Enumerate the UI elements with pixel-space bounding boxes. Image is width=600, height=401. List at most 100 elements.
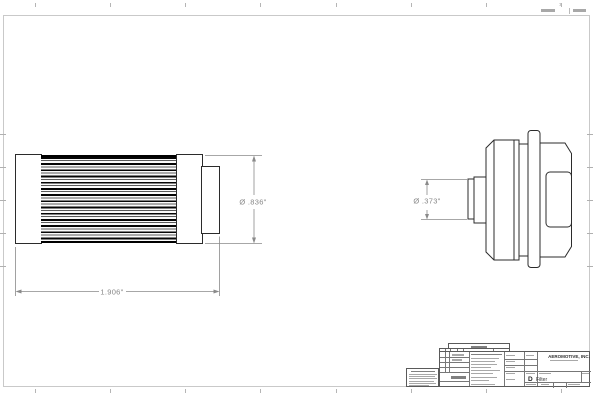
proprietary-line-smudge bbox=[409, 385, 429, 386]
rev-label-smudge bbox=[582, 372, 589, 374]
row-divider bbox=[440, 357, 469, 358]
dim-arrow-up bbox=[252, 155, 256, 162]
zone-tick bbox=[0, 200, 6, 201]
approval-label-smudge bbox=[505, 366, 515, 368]
zone-tick bbox=[0, 233, 6, 234]
row-divider bbox=[440, 372, 469, 373]
zone-tick bbox=[486, 3, 487, 7]
corner-divider bbox=[569, 8, 570, 14]
row-divider bbox=[440, 381, 469, 382]
proprietary-line-smudge bbox=[409, 378, 437, 380]
approval-label-smudge bbox=[505, 354, 515, 356]
corner-rev-smudge bbox=[541, 9, 555, 12]
col-divider bbox=[566, 382, 567, 388]
zone-tick bbox=[260, 389, 261, 393]
col-divider bbox=[504, 352, 505, 386]
housing-flange bbox=[527, 130, 541, 268]
part-name-smudge bbox=[451, 376, 466, 379]
zone-tick bbox=[35, 3, 36, 7]
col-divider bbox=[553, 382, 554, 388]
zone-tick bbox=[0, 167, 6, 168]
rev-entry-smudge bbox=[452, 359, 462, 361]
row-divider bbox=[440, 362, 469, 363]
dim-element-length bbox=[15, 236, 220, 296]
col-divider bbox=[581, 371, 582, 382]
rev-entry-smudge bbox=[452, 354, 464, 356]
filter-housing-view bbox=[467, 130, 572, 268]
zone-tick bbox=[561, 389, 562, 393]
housing-neck bbox=[518, 143, 529, 257]
zone-tick bbox=[587, 233, 593, 234]
zone-tick bbox=[35, 389, 36, 393]
approval-label-smudge bbox=[505, 360, 515, 362]
dim-element-od bbox=[205, 155, 262, 244]
dwgno-label-smudge bbox=[539, 372, 551, 374]
row-divider bbox=[504, 358, 537, 360]
proprietary-line-smudge bbox=[409, 376, 435, 378]
cell-divider bbox=[450, 349, 451, 352]
row-divider bbox=[504, 370, 537, 372]
zone-tick bbox=[260, 3, 261, 7]
zone-tick bbox=[587, 266, 593, 267]
proprietary-header-smudge bbox=[411, 370, 435, 373]
tolerance-line-smudge bbox=[471, 370, 500, 372]
zone-tick bbox=[110, 389, 111, 393]
tolerance-line-smudge bbox=[471, 357, 499, 359]
filter-pleated-media bbox=[41, 155, 176, 243]
company-subtitle-smudge bbox=[550, 359, 578, 361]
proprietary-notice-block bbox=[406, 368, 439, 387]
row-divider bbox=[524, 382, 591, 383]
tolerance-line-smudge bbox=[471, 383, 495, 385]
sheet-border bbox=[3, 15, 590, 387]
tolerance-line-smudge bbox=[471, 376, 497, 378]
zone-tick bbox=[0, 266, 6, 267]
tolerance-line-smudge bbox=[471, 373, 493, 375]
zone-tick bbox=[336, 389, 337, 393]
tolerance-line-smudge bbox=[471, 366, 491, 368]
weight-smudge bbox=[541, 383, 549, 386]
approval-label-smudge bbox=[505, 379, 515, 381]
zone-tick bbox=[185, 3, 186, 7]
drawing-title: Filter bbox=[536, 377, 548, 383]
tolerance-line-smudge bbox=[471, 360, 495, 362]
title-block-main: AEROMOTIVE, INC. D Filter bbox=[439, 351, 591, 388]
zone-tick bbox=[411, 389, 412, 393]
approval-label-smudge bbox=[505, 373, 515, 375]
dim-arrow-down bbox=[425, 214, 429, 220]
dim-arrow-right bbox=[213, 289, 220, 294]
zone-tick bbox=[587, 134, 593, 135]
proprietary-line-smudge bbox=[409, 382, 436, 384]
corner-rev-smudge bbox=[573, 9, 586, 12]
dim-text-element-length: 1.906" bbox=[100, 288, 123, 297]
proprietary-line-smudge bbox=[409, 374, 437, 375]
row-divider bbox=[504, 364, 537, 366]
proprietary-line-smudge bbox=[409, 380, 434, 382]
zone-tick bbox=[486, 389, 487, 393]
drawing-size: D bbox=[528, 375, 533, 383]
dim-text-port-od: Ø .373" bbox=[413, 197, 440, 206]
dim-arrow-down bbox=[252, 237, 256, 244]
dim-text-element-od: Ø .836" bbox=[239, 198, 266, 207]
zone-tick bbox=[185, 389, 186, 393]
tolerance-line-smudge bbox=[471, 380, 489, 382]
col-divider bbox=[469, 352, 470, 386]
dim-arrow-left bbox=[15, 289, 22, 294]
company-name: AEROMOTIVE, INC. bbox=[548, 353, 590, 359]
sheet-smudge bbox=[568, 383, 580, 386]
corner-zone-label: 1 bbox=[559, 2, 562, 7]
cell-divider bbox=[445, 349, 446, 352]
zone-tick bbox=[561, 3, 562, 7]
tolerance-line-smudge bbox=[471, 363, 497, 365]
tolerance-header-smudge bbox=[471, 353, 502, 356]
cell-divider bbox=[457, 349, 458, 352]
zone-tick bbox=[336, 3, 337, 7]
dim-arrow-up bbox=[425, 179, 429, 185]
zone-tick bbox=[411, 3, 412, 7]
col-divider bbox=[537, 352, 538, 386]
approval-value-smudge bbox=[526, 354, 534, 356]
hex-flat bbox=[545, 171, 572, 228]
cell-divider bbox=[493, 349, 494, 352]
cell-divider bbox=[463, 349, 464, 352]
